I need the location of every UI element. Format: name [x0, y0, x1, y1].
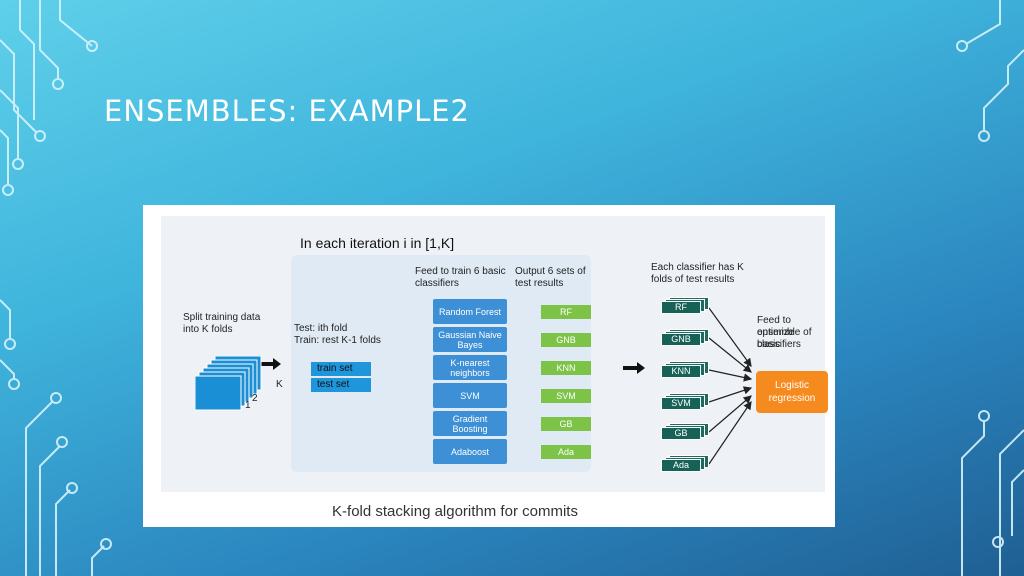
- output-line2: test results: [515, 278, 564, 289]
- result-knn: KNN: [541, 361, 591, 375]
- fold-2-label: 2: [252, 393, 258, 404]
- result-gb: GB: [541, 417, 591, 431]
- fold-1-label: 1: [245, 400, 251, 411]
- train-set-label: train set: [317, 363, 353, 374]
- classifier-random-forest: Random Forest: [433, 299, 507, 324]
- slide-title: ENSEMBLES: EXAMPLE2: [104, 94, 471, 128]
- result-svm: SVM: [541, 389, 591, 403]
- stack-rf: RF: [661, 297, 709, 314]
- feed-optimize-line1: Feed to optimize: [757, 315, 795, 338]
- result-rf: RF: [541, 305, 591, 319]
- stack-svm: SVM: [661, 393, 709, 410]
- stack-gnb: GNB: [661, 329, 709, 346]
- folds-stack: [195, 356, 262, 411]
- each-classifier-line2: folds of test results: [651, 274, 735, 285]
- split-label-line1: Split training data: [183, 312, 261, 323]
- split-label-line2: into K folds: [183, 324, 233, 335]
- stack-ada: Ada: [661, 455, 709, 472]
- test-set-bar: test set: [311, 378, 371, 392]
- stack-knn: KNN: [661, 361, 709, 378]
- figure-card: Split training data into K folds K 1 2 I…: [143, 205, 835, 527]
- feed-train-line2: classifiers: [415, 278, 459, 289]
- feed-optimize-line2: ensemble of basic: [757, 327, 812, 350]
- diagram-area: Split training data into K folds K 1 2 I…: [161, 216, 828, 492]
- train-folds-label: Train: rest K-1 folds: [294, 335, 381, 346]
- feed-optimize-line3: classifiers: [757, 339, 801, 350]
- iteration-title: In each iteration i in [1,K]: [300, 235, 455, 251]
- classifier-svm: SVM: [433, 383, 507, 408]
- feed-train-line1: Feed to train 6 basic: [415, 266, 506, 277]
- each-classifier-line1: Each classifier has K: [651, 262, 744, 273]
- fold-k-label: K: [276, 379, 283, 390]
- classifier-adaboost: Adaboost: [433, 439, 507, 464]
- result-ada: Ada: [541, 445, 591, 459]
- figure-caption: K-fold stacking algorithm for commits: [332, 503, 578, 520]
- output-line1: Output 6 sets of: [515, 266, 586, 277]
- stack-gb: GB: [661, 423, 709, 440]
- test-set-label: test set: [317, 379, 350, 390]
- test-fold-label: Test: ith fold: [294, 323, 348, 334]
- train-set-bar: train set: [311, 362, 371, 376]
- result-gnb: GNB: [541, 333, 591, 347]
